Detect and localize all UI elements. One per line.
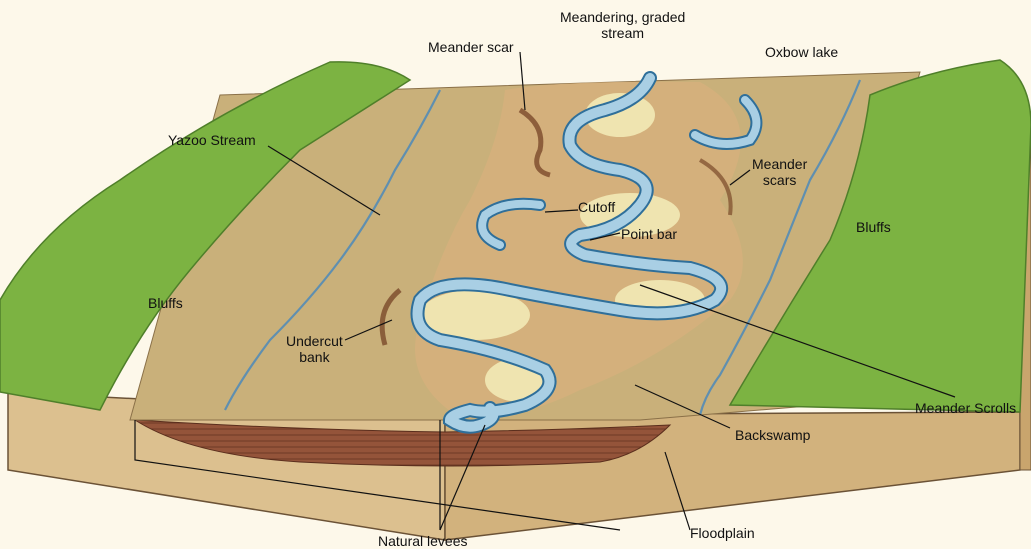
label-undercut-bank: Undercut bank — [286, 333, 343, 365]
label-meander-scar: Meander scar — [428, 39, 514, 55]
label-cutoff: Cutoff — [578, 199, 615, 215]
label-meander-scars: Meander scars — [752, 156, 807, 188]
label-floodplain: Floodplain — [690, 525, 755, 541]
label-yazoo-stream: Yazoo Stream — [168, 132, 256, 148]
label-oxbow-lake: Oxbow lake — [765, 44, 838, 60]
label-meandering-stream: Meandering, graded stream — [560, 9, 685, 41]
label-point-bar: Point bar — [621, 226, 677, 242]
label-backswamp: Backswamp — [735, 427, 810, 443]
label-bluffs-right: Bluffs — [856, 219, 891, 235]
label-meander-scrolls: Meander Scrolls — [915, 400, 1016, 416]
label-bluffs-left: Bluffs — [148, 295, 183, 311]
